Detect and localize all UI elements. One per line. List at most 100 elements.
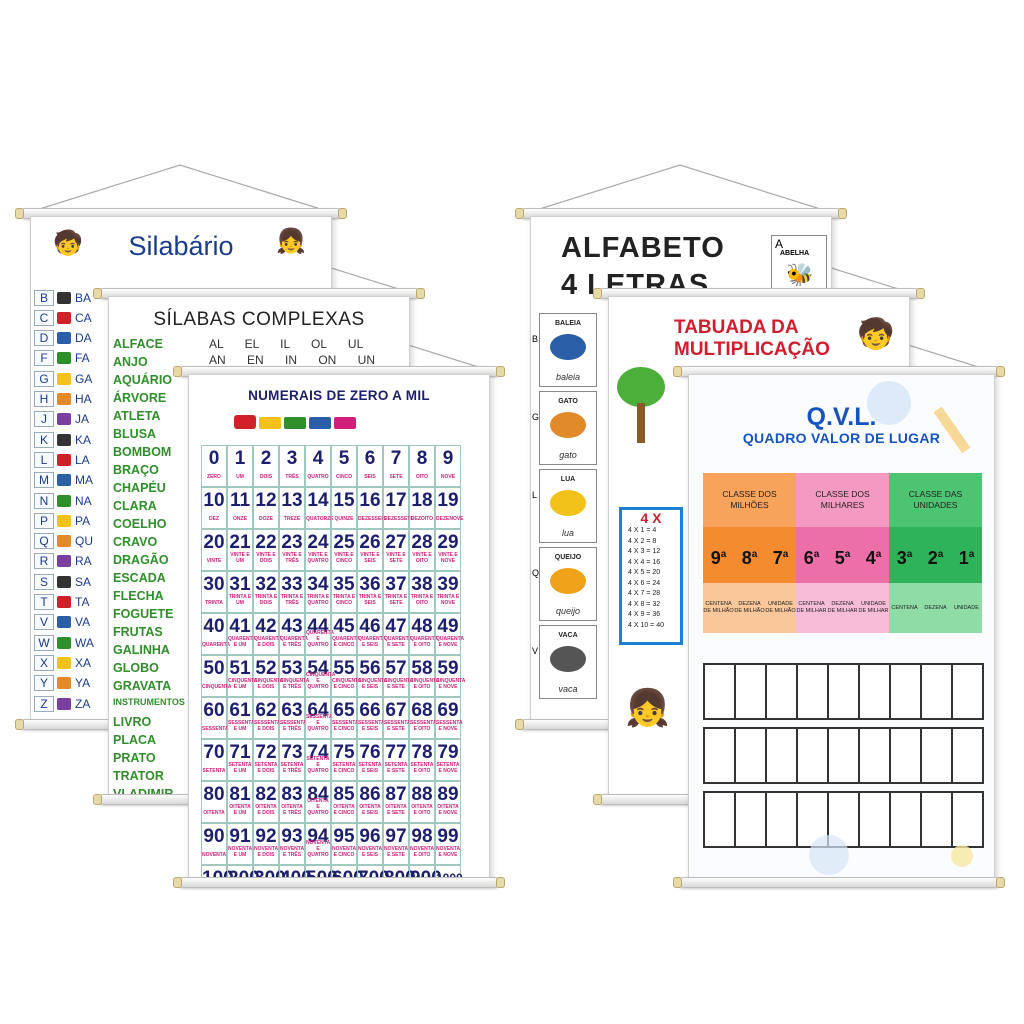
number-value: 46 bbox=[359, 616, 381, 637]
number-word: UM bbox=[236, 474, 244, 480]
number-word: QUARENTA E SEIS bbox=[358, 636, 386, 648]
silabas-word: LIVRO bbox=[113, 715, 152, 729]
number-word: TREZE bbox=[283, 516, 301, 522]
number-value: 12 bbox=[255, 490, 277, 511]
qvl-answer-box[interactable] bbox=[920, 663, 953, 720]
qvl-answer-box[interactable] bbox=[858, 791, 891, 848]
number-value: 90 bbox=[203, 826, 225, 847]
number-word: QUARENTA E DOIS bbox=[254, 636, 282, 648]
number-value: 3 bbox=[286, 448, 298, 469]
silabario-syllable: MA bbox=[75, 473, 93, 488]
qvl-answer-box[interactable] bbox=[951, 727, 984, 784]
qvl-answer-box[interactable] bbox=[703, 791, 736, 848]
silabario-syllable: ZA bbox=[75, 696, 91, 711]
silabario-syllable: GA bbox=[75, 371, 93, 386]
qvl-place-number: 8 bbox=[741, 548, 752, 568]
number-word: OITENTA E CINCO bbox=[333, 804, 355, 816]
qvl-answer-box[interactable] bbox=[889, 791, 922, 848]
number-word: TRINTA E UM bbox=[228, 594, 252, 606]
qvl-answer-box[interactable] bbox=[858, 727, 891, 784]
alfabeto-corner-card: A ABELHA 🐝 bbox=[771, 235, 827, 303]
number-value: 78 bbox=[411, 742, 433, 763]
qvl-answer-box[interactable] bbox=[765, 663, 798, 720]
number-word: TRINTA E TRÊS bbox=[280, 594, 304, 606]
number-value: 35 bbox=[333, 574, 355, 595]
qvl-place-name: DEZENA DE MILHÃO bbox=[734, 583, 766, 633]
number-value: 61 bbox=[229, 700, 251, 721]
number-word: VINTE E CINCO bbox=[334, 552, 354, 564]
number-value: 26 bbox=[359, 532, 381, 553]
qvl-answer-box[interactable] bbox=[734, 663, 767, 720]
number-word: VINTE E DOIS bbox=[256, 552, 276, 564]
qvl-answer-box[interactable] bbox=[796, 727, 829, 784]
syllable-picture-icon bbox=[57, 311, 71, 324]
qvl-place-ordinal: 5a bbox=[827, 527, 859, 583]
silabario-letter: W bbox=[34, 634, 54, 651]
number-word: DOZE bbox=[259, 516, 273, 522]
qvl-answer-box[interactable] bbox=[889, 663, 922, 720]
qvl-answer-box[interactable] bbox=[765, 727, 798, 784]
qvl-answer-box[interactable] bbox=[858, 663, 891, 720]
number-word: OITENTA E QUATRO bbox=[307, 798, 329, 816]
number-word: QUINZE bbox=[334, 516, 354, 522]
qvl-answer-box[interactable] bbox=[951, 791, 984, 848]
qvl-answer-box[interactable] bbox=[734, 727, 767, 784]
number-value: 33 bbox=[281, 574, 303, 595]
silabario-letter: N bbox=[34, 492, 54, 509]
number-value: 87 bbox=[385, 784, 407, 805]
number-value: 68 bbox=[411, 700, 433, 721]
silabario-syllable: HA bbox=[75, 392, 92, 406]
qvl-answer-box[interactable] bbox=[703, 663, 736, 720]
qvl-answer-box[interactable] bbox=[765, 791, 798, 848]
number-word: CINQUENTA E DOIS bbox=[254, 678, 284, 690]
qvl-place-number: 3 bbox=[896, 548, 907, 568]
qvl-place-number: 9 bbox=[710, 548, 721, 568]
qvl-answer-box[interactable] bbox=[734, 791, 767, 848]
number-value: 20 bbox=[203, 532, 225, 553]
qvl-place-number: 4 bbox=[865, 548, 876, 568]
silabas-word: INSTRUMENTOS bbox=[113, 697, 185, 707]
silabas-header-row-2: AN EN IN ON UN bbox=[209, 353, 376, 367]
number-word: SETENTA E SETE bbox=[384, 762, 408, 774]
number-word: QUARENTA E NOVE bbox=[436, 636, 464, 648]
syllable-picture-icon bbox=[57, 677, 71, 690]
qvl-answer-box[interactable] bbox=[889, 727, 922, 784]
number-word: CINQUENTA E SETE bbox=[384, 678, 414, 690]
qvl-place-ordinal: 4a bbox=[858, 527, 890, 583]
qvl-answer-box[interactable] bbox=[703, 727, 736, 784]
alfabeto-card-picture-icon bbox=[550, 412, 586, 438]
qvl-answer-box[interactable] bbox=[920, 727, 953, 784]
number-value: 47 bbox=[385, 616, 407, 637]
number-word: SETENTA E NOVE bbox=[436, 762, 460, 774]
qvl-answer-box[interactable] bbox=[827, 727, 860, 784]
number-word: CINQUENTA E CINCO bbox=[332, 678, 362, 690]
qvl-answer-box[interactable] bbox=[827, 663, 860, 720]
qvl-answer-box[interactable] bbox=[951, 663, 984, 720]
number-value: 30 bbox=[203, 574, 225, 595]
qvl-place-ordinal: 7a bbox=[765, 527, 797, 583]
silabario-syllable: TA bbox=[75, 595, 90, 609]
silabario-letter: J bbox=[34, 411, 54, 428]
qvl-answer-box[interactable] bbox=[796, 663, 829, 720]
qvl-answer-box[interactable] bbox=[920, 791, 953, 848]
qvl-class-header: CLASSE DAS UNIDADES bbox=[889, 473, 982, 527]
